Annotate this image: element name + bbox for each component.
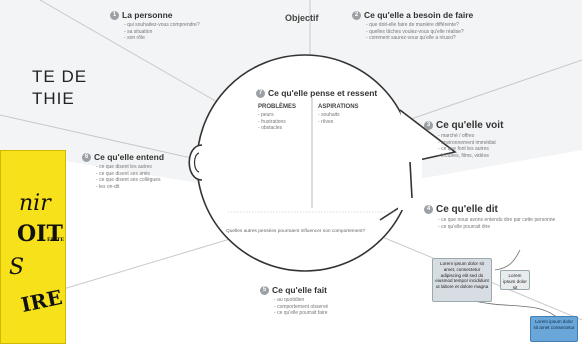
sticky-note-blue[interactable]: Lorem ipsum dolor sit amet consectetur (530, 316, 578, 342)
section-besoin-de-faire: 2Ce qu'elle a besoin de faire que doit-e… (352, 10, 473, 42)
grid-line-bottom-left (59, 235, 241, 291)
cover-word: IRE (18, 284, 65, 318)
cover-word: ÉLITE (47, 237, 65, 243)
grid-line-left (0, 114, 201, 161)
grid-line-top-right (384, 59, 582, 129)
section-title: Ce qu'elle dit (436, 204, 498, 215)
list-item: qui souhaitez-vous comprendre? (124, 22, 200, 29)
list-item: ce que disent les autres (96, 164, 164, 171)
grid-line-top-left (39, 0, 246, 119)
list-item: ce que disent ses amis (96, 171, 164, 178)
list-item: que doit-elle faire de manière différent… (366, 22, 473, 29)
list-item: quelles tâches voulez-vous qu'elle réali… (366, 29, 473, 36)
section-title: Ce qu'elle fait (272, 285, 327, 295)
section-title: Ce qu'elle entend (94, 152, 165, 162)
list-item: ce que font les autres (438, 146, 503, 153)
list-item: obstacles (258, 125, 310, 132)
section-title: Ce qu'elle voit (436, 120, 504, 131)
objective-label: Objectif (285, 13, 319, 23)
head-question: Quelles autres pensées pourraient influe… (226, 229, 366, 234)
list-item: ce qu'elle pourrait faire (274, 310, 328, 317)
section-la-personne: 1La personne qui souhaitez-vous comprend… (110, 10, 200, 42)
page-title: TE DE THIE (32, 66, 87, 110)
ear-icon (188, 144, 203, 181)
list-item: ce que nous avons entendu dire par cette… (438, 217, 555, 224)
section-ce-qu-elle-entend: 6Ce qu'elle entend ce que disent les aut… (82, 152, 164, 190)
list-item: les on-dit (96, 184, 164, 191)
note-text: Lorem ipsum dolor sit (503, 273, 527, 290)
cover-word: S (9, 255, 25, 280)
list-item: environnement immédiat (438, 140, 503, 147)
step-4-badge: 4 (424, 204, 433, 214)
cover-word: OIT (17, 221, 63, 247)
list-item: souhaits (318, 112, 378, 119)
list-item: marché / offres (438, 133, 503, 140)
note-text: Lorem ipsum dolor sit amet, consectetur … (435, 261, 489, 290)
step-6-badge: 6 (82, 153, 91, 163)
list-item: rêves (318, 119, 378, 126)
problemes-column: PROBLÈMES peurs frustrations obstacles (258, 104, 310, 132)
section-ce-qu-elle-fait: 5Ce qu'elle fait au quotidien comporteme… (260, 285, 328, 317)
aspirations-label: ASPIRATIONS (318, 104, 359, 110)
page-title-line-1: TE DE (32, 67, 88, 86)
list-item: comportement observé (274, 304, 328, 311)
sticky-note[interactable]: Lorem ipsum dolor sit (500, 270, 530, 290)
section-title: Ce qu'elle pense et ressent (268, 88, 378, 98)
section-title: La personne (122, 10, 173, 20)
page-title-line-2: THIE (32, 89, 75, 108)
step-3-badge: 3 (424, 120, 433, 130)
step-1-badge: 1 (110, 11, 119, 21)
section-ce-qu-elle-voit: 3Ce qu'elle voit marché / offres environ… (424, 120, 503, 159)
section-ce-qu-elle-dit: 4Ce qu'elle dit ce que nous avons entend… (424, 204, 555, 230)
step-2-badge: 2 (352, 11, 361, 21)
problemes-label: PROBLÈMES (258, 104, 297, 110)
cover-word: nir (19, 191, 51, 216)
list-item: comment saurez-vous qu'elle a réussi? (366, 35, 473, 42)
step-7-badge: 7 (256, 89, 265, 99)
aspirations-column: ASPIRATIONS souhaits rêves (318, 104, 378, 125)
list-item: son rôle (124, 35, 200, 42)
list-item: ce que disent ses collègues (96, 177, 164, 184)
list-item: frustrations (258, 119, 310, 126)
step-5-badge: 5 (260, 286, 269, 296)
sticky-note[interactable]: Lorem ipsum dolor sit amet, consectetur … (432, 258, 492, 302)
list-item: ce qu'elle pourrait dire (438, 224, 555, 231)
list-item: peurs (258, 112, 310, 119)
list-item: lectures, films, vidéos (438, 153, 503, 160)
book-cover-image: nir OIT ÉLITE S IRE (0, 150, 66, 344)
note-text: Lorem ipsum dolor sit amet consectetur (533, 319, 575, 330)
list-item: au quotidien (274, 297, 328, 304)
section-title: Ce qu'elle a besoin de faire (364, 10, 474, 20)
list-item: sa situation (124, 29, 200, 36)
